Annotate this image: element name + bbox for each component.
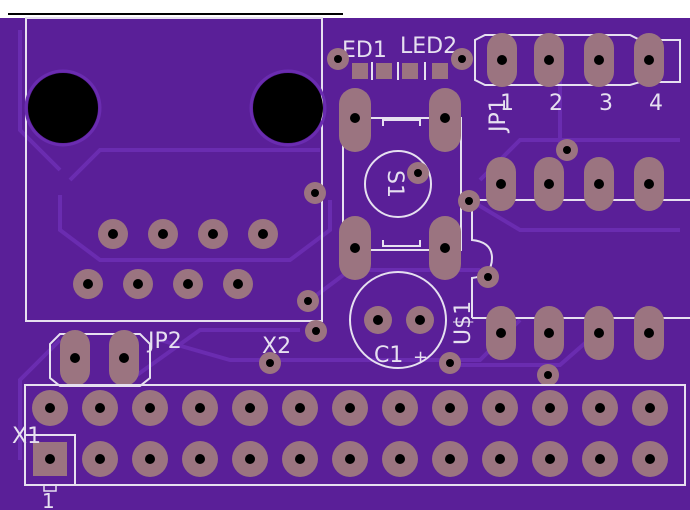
jp1-pin-2: 2 [549, 91, 563, 116]
connector-outline [25, 17, 323, 322]
jp1-label: JP1 [486, 98, 511, 134]
jp1-pin-4: 4 [649, 91, 663, 116]
led-footprints [352, 62, 448, 80]
x1-pad-drill [45, 454, 55, 464]
jp1-header [474, 33, 681, 87]
x1-pad-drill [645, 454, 655, 464]
x1-pad-drill [645, 403, 655, 413]
x1-pad-drill [395, 454, 405, 464]
x1-pin1-tab [43, 484, 57, 492]
s1-switch [339, 88, 462, 280]
x1-pad-drill [395, 403, 405, 413]
x1-pad-drill [445, 454, 455, 464]
x1-pad-drill [45, 403, 55, 413]
x1-pad-drill [545, 403, 555, 413]
c1-capacitor [349, 271, 447, 369]
jp1-pin-1: 1 [500, 91, 514, 116]
x1-pad-drill [295, 403, 305, 413]
led1-label: ED1 [342, 38, 387, 63]
connector-pads [73, 219, 278, 299]
s1-label: S1 [382, 170, 407, 198]
x1-pad-drill [345, 454, 355, 464]
x1-pad-drill [495, 454, 505, 464]
x1-pad-drill [595, 403, 605, 413]
x1-pad-drill [245, 403, 255, 413]
mounting-holes [24, 69, 327, 147]
x1-label: X1 [12, 424, 41, 449]
x1-pad-drill [545, 454, 555, 464]
x1-pad-drill [495, 403, 505, 413]
c1-polarity: + [413, 347, 428, 368]
x1-pad-drill [295, 454, 305, 464]
x1-pad-drill [195, 403, 205, 413]
u1-dip [471, 157, 690, 360]
led2-label: LED2 [400, 34, 457, 59]
u1-label: U$1 [451, 301, 476, 345]
x1-pad-drill [195, 454, 205, 464]
c1-label: C1 [374, 343, 403, 368]
x1-pad-drill [245, 454, 255, 464]
x1-pad-drill [345, 403, 355, 413]
x1-pin1-label: 1 [42, 489, 55, 510]
x1-pad-drill [95, 454, 105, 464]
x1-pad-drill [595, 454, 605, 464]
jp2-label: JP2 [146, 329, 182, 354]
jp1-pin-3: 3 [599, 91, 613, 116]
x1-pad-drill [445, 403, 455, 413]
x1-pad-drill [95, 403, 105, 413]
x1-header-pads [32, 390, 668, 477]
x1-pad-drill [145, 454, 155, 464]
jp2-header [49, 330, 151, 387]
x1-pad-drill [145, 403, 155, 413]
